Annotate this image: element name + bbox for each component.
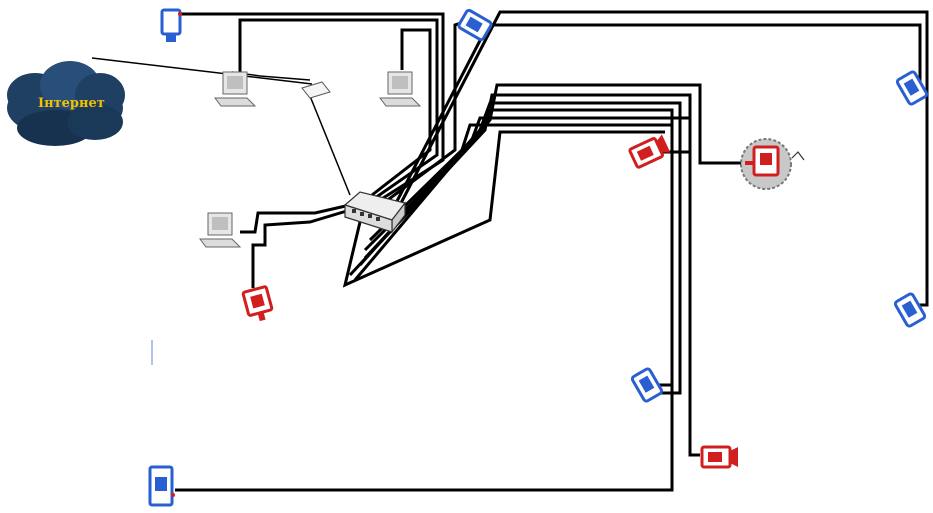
- network-switch-icon: [343, 191, 407, 234]
- wire-cam-right2: [398, 10, 929, 307]
- computer-icon: [379, 71, 422, 107]
- internet-label: Інтернет: [38, 96, 105, 111]
- wire-cam-right1: [393, 23, 922, 206]
- wire-modem-switch: [309, 95, 351, 196]
- ptz-dome-camera-icon: [740, 138, 805, 190]
- wire-bluecam-mid: [358, 101, 682, 395]
- internet-cloud-icon: Інтернет: [7, 61, 125, 146]
- computer-icon: [214, 71, 257, 107]
- camera-blue-icon: [160, 8, 182, 42]
- camera-red-icon: [700, 445, 738, 469]
- camera-red-icon: [241, 285, 274, 322]
- modem-icon: [301, 81, 331, 99]
- wire-pc3-switch: [240, 203, 351, 234]
- camera-blue-icon: [893, 292, 927, 328]
- computer-icon: [199, 212, 242, 248]
- wire-pc1-up: [238, 18, 439, 200]
- camera-blue-icon: [895, 70, 929, 106]
- camera-red-icon: [628, 134, 671, 169]
- wires: [91, 10, 929, 492]
- wire-internet-modem: [91, 57, 313, 85]
- wire-cam-bottomleft: [175, 123, 674, 492]
- wire-cam-mid2: [363, 108, 674, 387]
- camera-blue-icon: [457, 8, 493, 42]
- wire-redcam-left: [251, 208, 351, 288]
- wire-extra: [342, 130, 665, 288]
- camera-blue-icon: [630, 367, 664, 403]
- wire-redcam-bottom: [363, 116, 700, 457]
- wire-pc2-switch: [371, 28, 432, 197]
- camera-blue-icon: [148, 465, 175, 507]
